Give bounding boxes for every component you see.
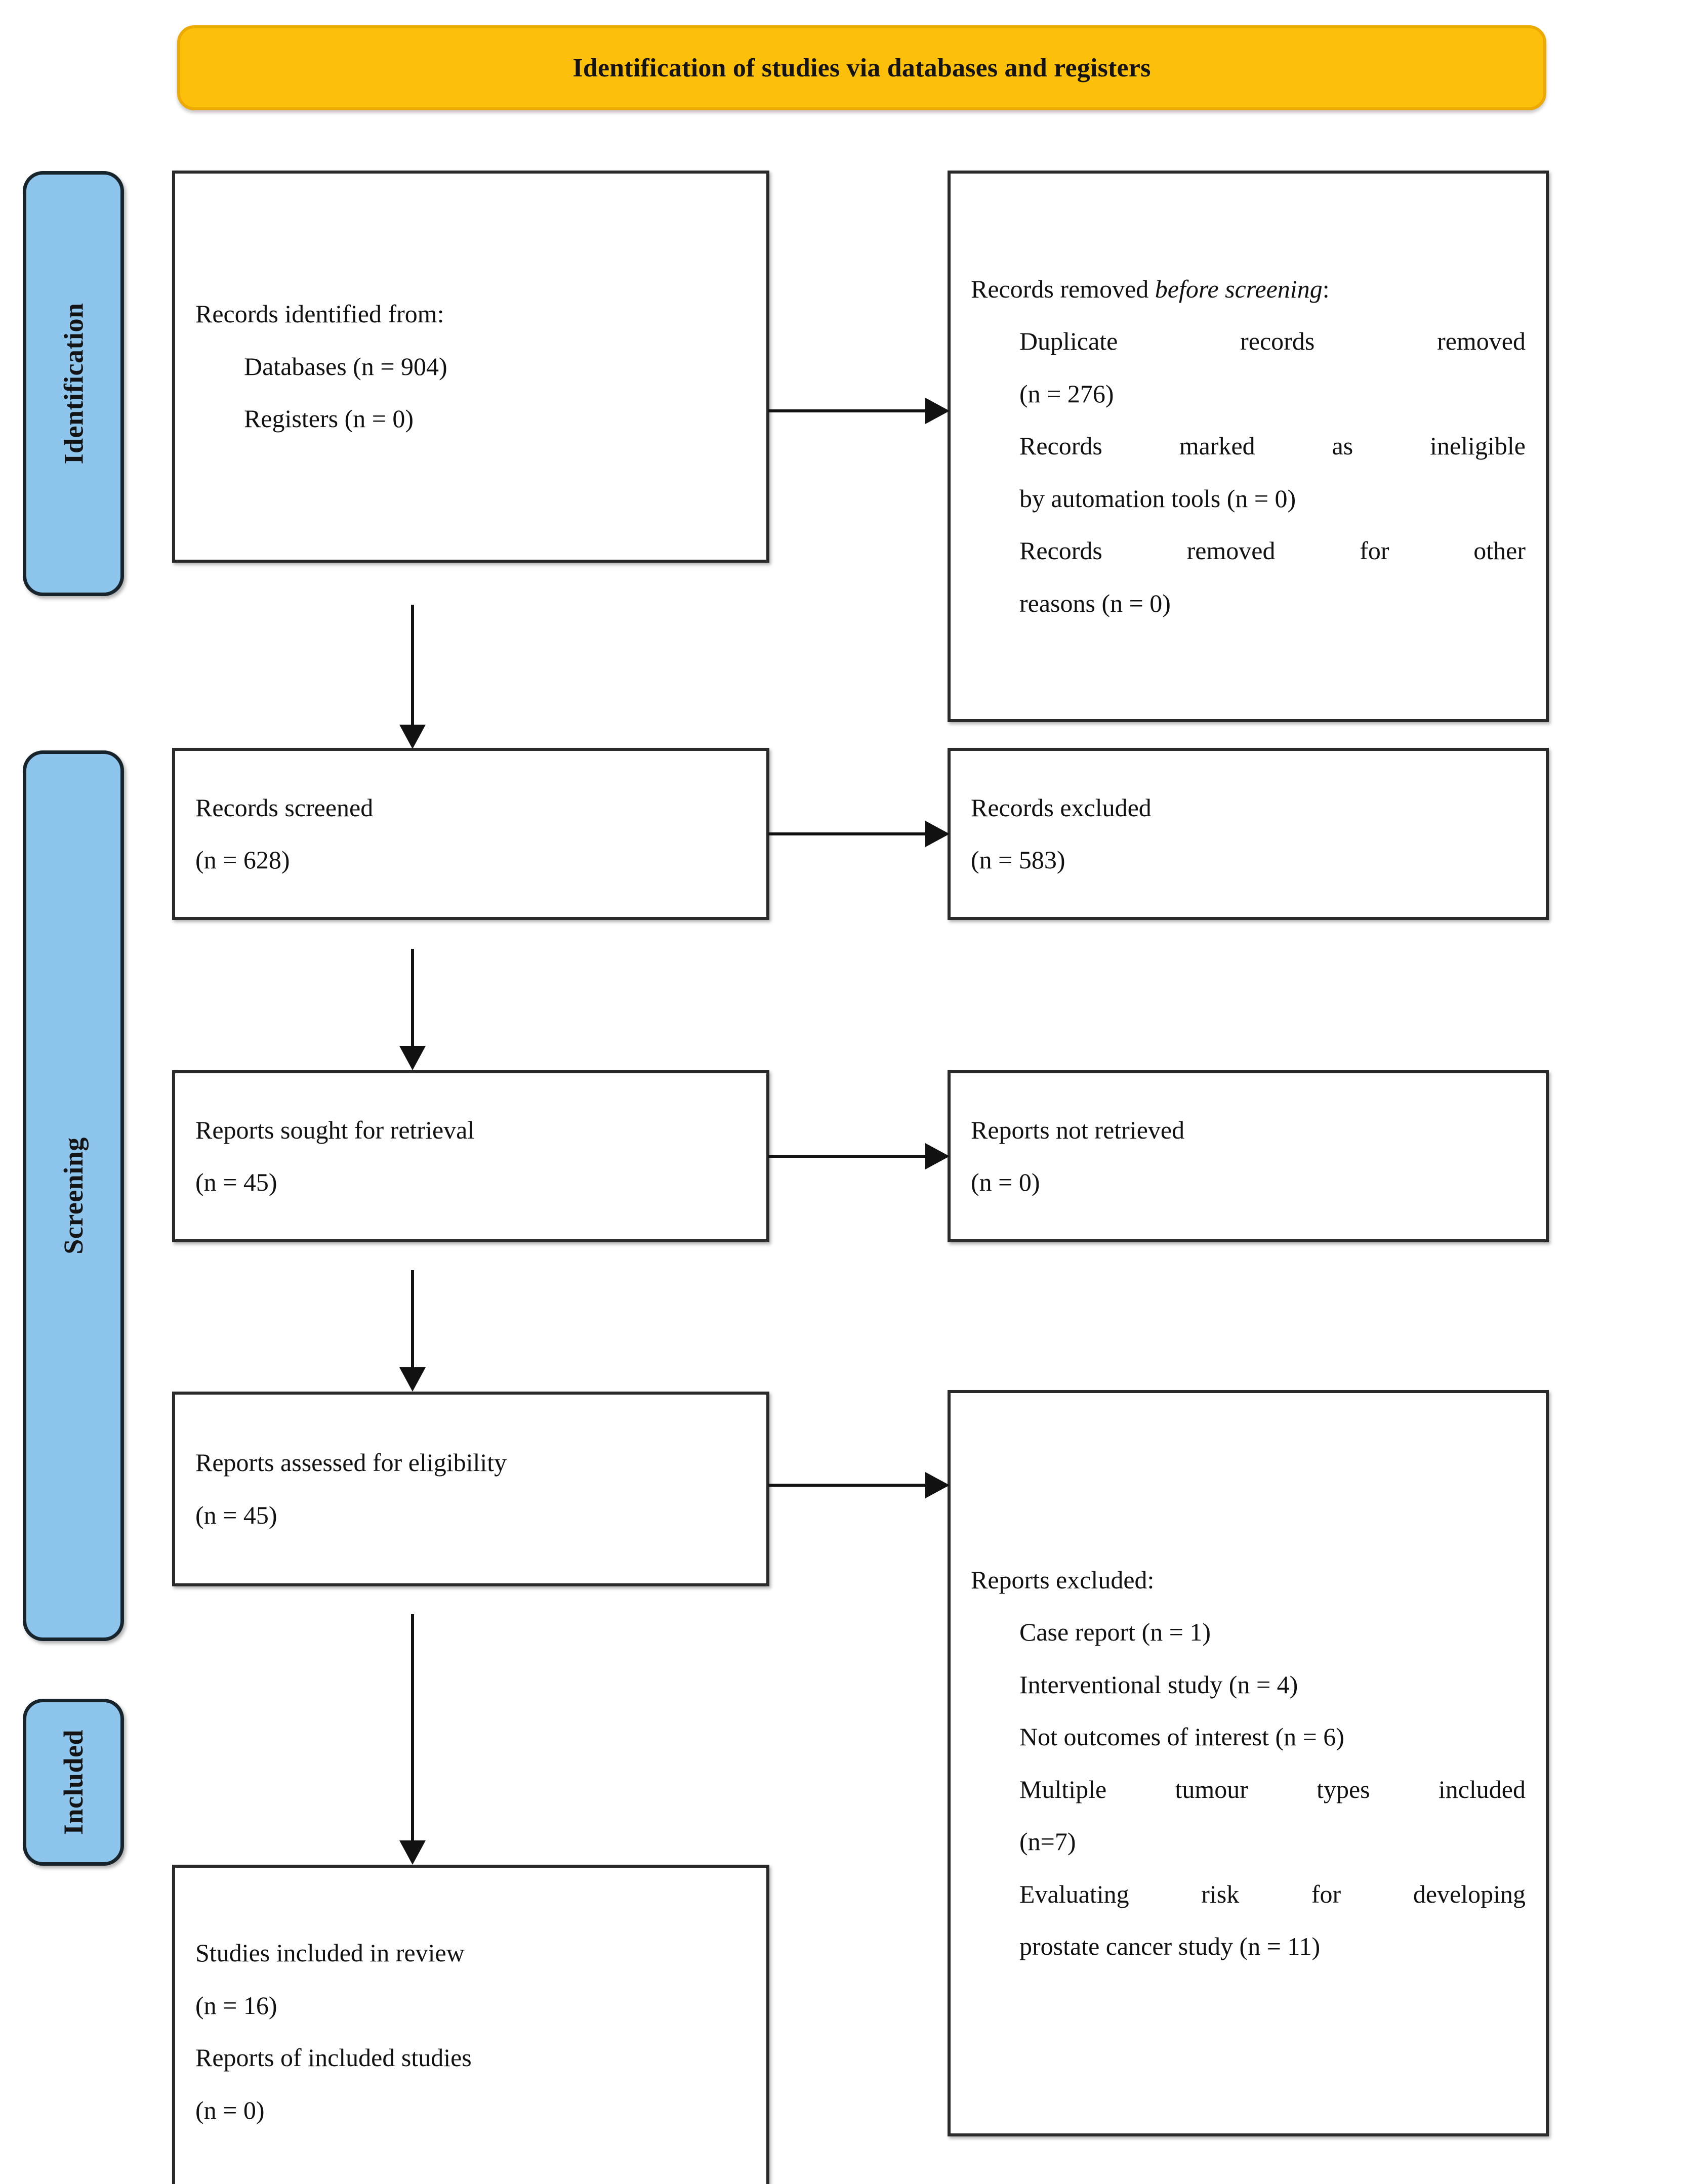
records-removed-heading: Records removed before screening:: [971, 270, 1526, 309]
box-studies-included-in-review: Studies included in review (n = 16) Repo…: [172, 1865, 769, 2184]
reports-excluded-case-report: Case report (n = 1): [1019, 1618, 1211, 1646]
box-reports-assessed-for-eligibility: Reports assessed for eligibility (n = 45…: [172, 1392, 769, 1586]
arrow-screened-to-excluded: [768, 819, 950, 849]
reports-of-included-studies-label: Reports of included studies: [195, 2043, 472, 2072]
diagram-header-banner: Identification of studies via databases …: [177, 25, 1546, 110]
records-removed-other-count: reasons (n = 0): [1019, 589, 1171, 617]
stage-label-included: Included: [58, 1729, 89, 1835]
records-screened-count: (n = 628): [195, 846, 290, 874]
records-excluded-count: (n = 583): [971, 846, 1065, 874]
duplicate-records-count: (n = 276): [1019, 379, 1114, 408]
arrow-screened-to-sought: [397, 949, 428, 1070]
arrow-shaft: [411, 1614, 414, 1840]
reports-of-included-studies-count: (n = 0): [195, 2095, 265, 2124]
box-reports-excluded: Reports excluded: Case report (n = 1) In…: [948, 1390, 1549, 2136]
arrow-head-right-icon: [925, 1472, 950, 1498]
reports-excluded-multiple-tumour-count: (n=7): [1019, 1827, 1076, 1856]
reports-not-retrieved-label: Reports not retrieved: [971, 1115, 1185, 1144]
arrow-head-down-icon: [399, 1367, 426, 1392]
arrow-sought-to-not-retrieved: [768, 1141, 950, 1171]
arrow-shaft: [411, 1270, 414, 1367]
records-removed-heading-italic: before screening: [1155, 274, 1323, 303]
arrow-head-down-icon: [399, 725, 426, 749]
records-removed-other-line: Records removed for other: [1019, 536, 1526, 565]
arrow-head-right-icon: [925, 1143, 950, 1169]
arrow-shaft: [411, 949, 414, 1046]
stage-bar-identification: Identification: [23, 171, 124, 596]
records-identified-registers: Registers (n = 0): [244, 404, 414, 433]
arrow-head-right-icon: [925, 398, 950, 424]
arrow-shaft: [411, 605, 414, 725]
reports-excluded-interventional-study: Interventional study (n = 4): [1019, 1670, 1298, 1699]
records-identified-databases: Databases (n = 904): [244, 352, 447, 381]
reports-excluded-evaluating-risk: Evaluating risk for developing: [1019, 1879, 1526, 1908]
reports-sought-label: Reports sought for retrieval: [195, 1115, 475, 1144]
studies-included-count: (n = 16): [195, 1991, 277, 2020]
records-ineligible-line: Records marked as ineligible: [1019, 432, 1526, 460]
arrow-sought-to-assessed: [397, 1270, 428, 1392]
stage-bar-screening: Screening: [23, 750, 124, 1641]
reports-assessed-label: Reports assessed for eligibility: [195, 1448, 507, 1477]
reports-excluded-not-outcomes: Not outcomes of interest (n = 6): [1019, 1723, 1344, 1751]
banner-title: Identification of studies via databases …: [572, 53, 1151, 82]
records-ineligible-count: by automation tools (n = 0): [1019, 484, 1296, 513]
reports-sought-count: (n = 45): [195, 1168, 277, 1196]
box-reports-not-retrieved: Reports not retrieved (n = 0): [948, 1070, 1549, 1242]
records-screened-label: Records screened: [195, 793, 374, 822]
reports-not-retrieved-count: (n = 0): [971, 1168, 1040, 1196]
arrow-shaft: [768, 1155, 930, 1158]
records-excluded-label: Records excluded: [971, 793, 1152, 822]
records-identified-heading: Records identified from:: [195, 300, 444, 328]
arrow-assessed-to-reports-excluded: [768, 1470, 950, 1500]
reports-assessed-count: (n = 45): [195, 1500, 277, 1529]
duplicate-records-removed-line: Duplicate records removed: [1019, 327, 1526, 356]
arrow-head-down-icon: [399, 1046, 426, 1070]
arrow-shaft: [768, 1484, 930, 1487]
reports-excluded-multiple-tumour-types: Multiple tumour types included: [1019, 1775, 1526, 1803]
box-records-screened: Records screened (n = 628): [172, 748, 769, 920]
reports-excluded-heading: Reports excluded:: [971, 1565, 1155, 1594]
arrow-head-down-icon: [399, 1840, 426, 1865]
arrow-head-right-icon: [925, 821, 950, 847]
box-reports-sought-for-retrieval: Reports sought for retrieval (n = 45): [172, 1070, 769, 1242]
box-records-removed-before-screening: Records removed before screening: Duplic…: [948, 171, 1549, 722]
box-records-identified: Records identified from: Databases (n = …: [172, 171, 769, 563]
arrow-shaft: [768, 832, 930, 835]
reports-excluded-prostate-cancer-study: prostate cancer study (n = 11): [1019, 1932, 1321, 1960]
arrow-shaft: [768, 409, 930, 412]
arrow-identified-to-screened: [397, 605, 428, 749]
studies-included-label: Studies included in review: [195, 1939, 465, 1967]
stage-bar-included: Included: [23, 1699, 124, 1866]
stage-label-identification: Identification: [58, 303, 89, 465]
arrow-identified-to-removed: [768, 396, 950, 426]
records-removed-heading-prefix: Records removed: [971, 274, 1155, 303]
box-records-excluded: Records excluded (n = 583): [948, 748, 1549, 920]
arrow-assessed-to-included: [397, 1614, 428, 1865]
records-removed-heading-suffix: :: [1322, 274, 1330, 303]
stage-label-screening: Screening: [58, 1137, 89, 1254]
